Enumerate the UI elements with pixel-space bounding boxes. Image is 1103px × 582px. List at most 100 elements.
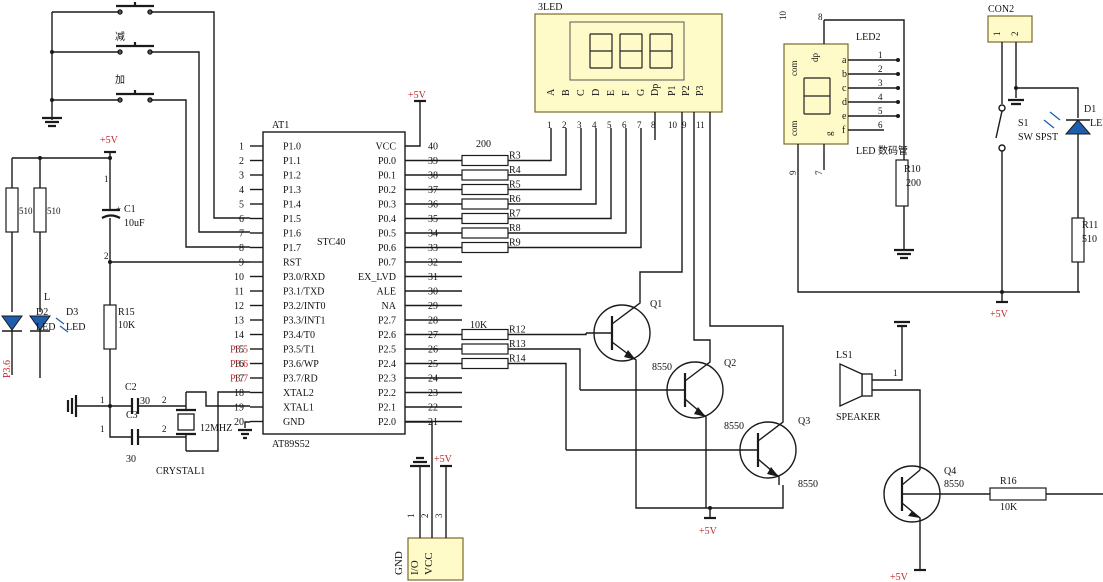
led3-pin-num: 6: [622, 120, 627, 130]
led-wire: [508, 128, 597, 205]
led3-pin-num: 8: [651, 120, 656, 130]
c2-value: 30: [140, 396, 150, 407]
led2-seg-num: 4: [878, 92, 883, 102]
s1-ref: S1: [1018, 118, 1029, 129]
led2-com-top: com: [789, 61, 799, 77]
led2-seg-num: 1: [878, 50, 883, 60]
mcu-right-pin-name: EX_LVD: [358, 272, 396, 283]
r200-value: 200: [476, 139, 491, 150]
led2-seg-num: 6: [878, 120, 883, 130]
c1-value: 10uF: [124, 218, 145, 229]
led-L-label: L: [44, 292, 50, 303]
xtal-name: CRYSTAL1: [156, 466, 205, 477]
led2-top-10: 10: [778, 11, 788, 21]
led2-seg-num: 3: [878, 78, 883, 88]
mcu-left-pin-name: P3.5/T1: [283, 345, 315, 356]
svg-text:+5V: +5V: [890, 572, 909, 582]
led3-pin-label: P2: [681, 85, 692, 96]
conn-gnd: GND: [393, 551, 405, 575]
resistor-200-ref: R8: [509, 223, 521, 234]
mcu-left-pin-num: 6: [239, 214, 244, 225]
led3-pin-label: C: [576, 89, 587, 96]
led2-seg-num: 5: [878, 106, 883, 116]
q3-type-b: 8550: [798, 479, 818, 490]
resistor-10k-ref: R14: [509, 354, 526, 365]
speaker-pin: 1: [893, 368, 898, 378]
r10k-value: 10K: [470, 320, 488, 331]
led3-pin-num: 2: [562, 120, 567, 130]
svg-text:1: 1: [100, 424, 105, 434]
mcu-right-pin-name: P2.2: [378, 388, 396, 399]
resistor-200: [461, 169, 509, 181]
resistor-10k: [461, 328, 509, 341]
mcu-right-pin-name: P0.0: [378, 156, 396, 167]
conn-vcc-label: +5V: [434, 454, 453, 465]
mcu-right-pin-name: P0.7: [378, 258, 396, 269]
led-d2-icon: [1, 315, 23, 375]
resistor-10k: [461, 343, 509, 355]
led2-seg-label: b: [842, 69, 847, 80]
mcu-right-pin-name: NA: [382, 301, 397, 312]
mcu-right-pin-name: P0.2: [378, 185, 396, 196]
mcu-right-pin-num: 29: [428, 301, 438, 312]
mcu-right-pin-num: 24: [428, 374, 438, 385]
led-wire: [508, 128, 552, 162]
led-d1-icon: [1043, 111, 1092, 135]
led-wire: [508, 128, 642, 249]
led2-seg-node: [896, 72, 900, 76]
mcu-right-pin-num: 34: [428, 229, 438, 240]
resistor-200-ref: R3: [509, 151, 521, 162]
mcu-left-pin-num: 17: [234, 374, 244, 385]
led3-pin-label: P1: [667, 85, 678, 96]
speaker-ref: LS1: [836, 350, 853, 361]
push-button-minus[interactable]: 减: [112, 31, 158, 55]
resistor-200-ref: R4: [509, 165, 521, 176]
resistor-200: [461, 154, 509, 167]
mcu-left-pin-name: P1.3: [283, 185, 301, 196]
mcu-left-pin-name: P3.6/WP: [283, 359, 319, 370]
resistor-200: [461, 198, 509, 210]
transistor-q1-icon: Q1: [586, 296, 662, 368]
svg-text:+: +: [116, 204, 121, 214]
led-wire: [508, 128, 627, 234]
speaker-section: LS1 SPEAKER 1 Q4 8550 +5V R16 10K: [836, 320, 1103, 582]
led3-pin-num: 5: [607, 120, 612, 130]
c2-ref: C2: [125, 382, 137, 393]
mcu-left-pin-num: 10: [234, 272, 244, 283]
resistor-200-ref: R5: [509, 180, 521, 191]
r15-ref: R15: [118, 307, 135, 318]
led2-seg-node: [896, 58, 900, 62]
push-button-plus[interactable]: 加: [112, 74, 158, 103]
c1-pin1: 1: [104, 174, 109, 184]
r15-value: 10K: [118, 320, 136, 331]
push-button-1[interactable]: [112, 2, 158, 15]
c3-ref: C3: [126, 410, 138, 421]
c1-pin2: 2: [104, 251, 109, 261]
speaker-name: SPEAKER: [836, 412, 881, 423]
transistor-base-wire: [508, 348, 581, 390]
con2-pin2: 2: [1010, 32, 1020, 37]
mcu-right-pin-name: P0.5: [378, 229, 396, 240]
mcu-right-pin-name: P0.3: [378, 200, 396, 211]
conn-io: I/O: [409, 560, 421, 575]
mcu-part: AT89S52: [272, 439, 310, 450]
led-d2-ref: D2: [36, 307, 48, 318]
r11-ref: R11: [1082, 220, 1098, 231]
mcu-left-pin-num: 19: [234, 403, 244, 414]
resistor-200: [461, 212, 509, 225]
led3-pin-label: D: [591, 89, 602, 96]
mcu-right-pin-num: 40: [428, 142, 438, 153]
mcu-left-pin-name: XTAL1: [283, 403, 314, 414]
resistor-200-ref: R9: [509, 238, 521, 249]
mcu-left-pin-num: 16: [234, 359, 244, 370]
led-wire: [508, 128, 567, 176]
led2-dp: dp: [810, 53, 820, 63]
io-connector: GND I/O VCC 1 2 3 +5V: [393, 421, 464, 581]
mcu-left-pin-name: GND: [283, 417, 305, 428]
mcu-left-pin-name: P1.5: [283, 214, 301, 225]
r16-value: 10K: [1000, 502, 1018, 513]
led2-seg-label: e: [842, 111, 847, 122]
mcu-right-pin-num: 39: [428, 156, 438, 167]
